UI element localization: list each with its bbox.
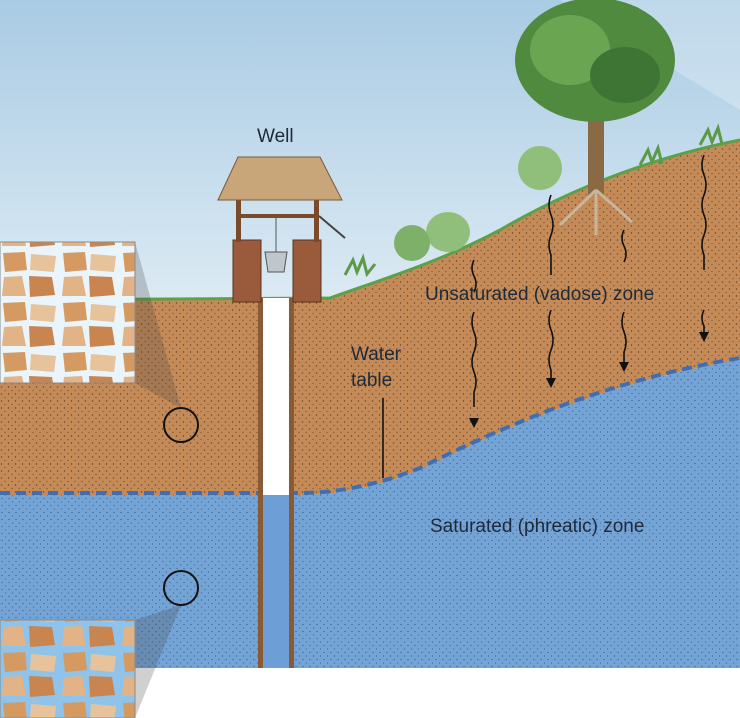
saturated-sample-circle [163, 570, 199, 606]
infiltration-arrows [382, 154, 707, 478]
water-table-label-line1: Water [351, 344, 401, 365]
bushes [343, 123, 724, 278]
ground-surface-grass [0, 138, 740, 302]
tree [515, 0, 675, 235]
saturated-pore-inset [0, 619, 136, 718]
unsaturated-pore-inset [0, 241, 136, 384]
saturated-zone-label: Saturated (phreatic) zone [430, 516, 645, 537]
well-label: Well [257, 126, 294, 147]
well-shaft [258, 298, 294, 668]
well-structure [217, 156, 346, 303]
water-table-label-line2: table [351, 370, 393, 391]
unsaturated-sample-circle [163, 407, 199, 443]
unsaturated-zone-label: Unsaturated (vadose) zone [425, 284, 655, 305]
well-roof [217, 156, 343, 201]
